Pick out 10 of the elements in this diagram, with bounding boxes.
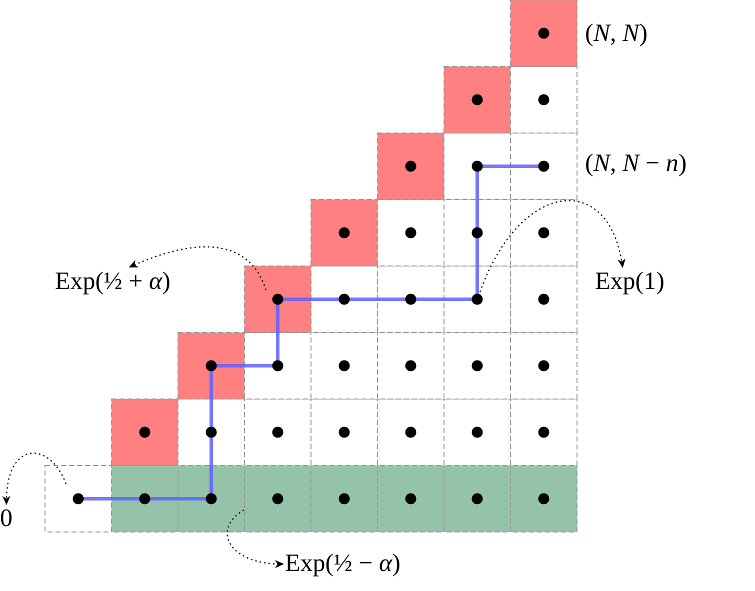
rate-label: Exp(1) [595,266,664,298]
dotted-arrow [128,246,267,290]
rate-label: 0 [0,503,12,535]
rate-label: Exp(½ + α) [55,266,170,298]
dotted-arrow [2,452,67,505]
dotted-arrow [479,200,625,292]
rate-label: Exp(½ − α) [285,548,400,580]
coordinate-label: (N, N) [585,19,648,49]
coordinate-label: (N, N − n) [585,149,687,179]
dotted-arrow [226,510,284,568]
